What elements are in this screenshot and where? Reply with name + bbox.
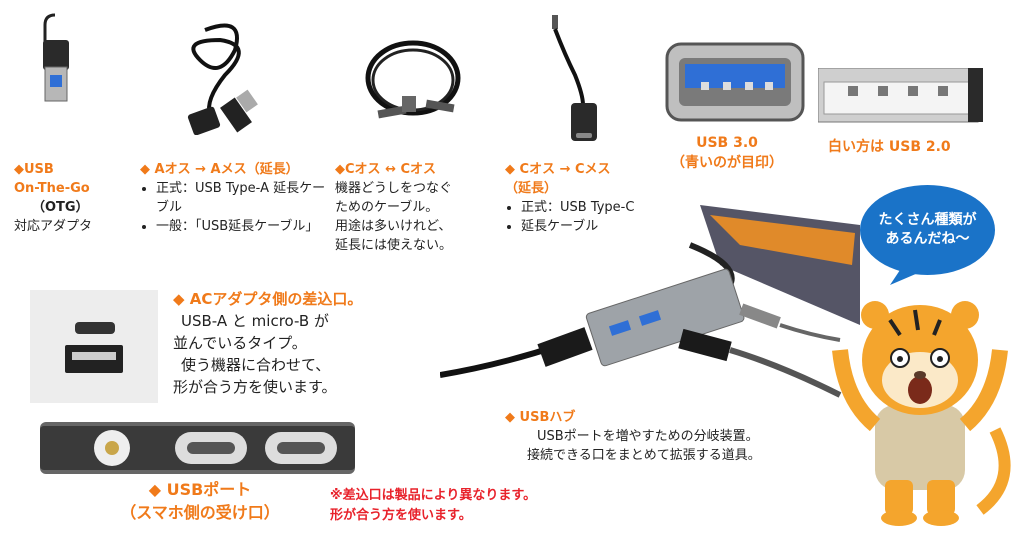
usb3-port-photo (665, 42, 805, 122)
ac-adapter-photo (30, 290, 160, 405)
usb-port-photo (40, 422, 355, 474)
tiger-mascot (830, 280, 1015, 530)
usb-port-subtitle: （スマホ側の受け口） (120, 503, 280, 522)
ac-adapter-line: USB-A と micro-B が (181, 312, 329, 330)
ac-adapter-line: 並んでいるタイプ。 (173, 334, 307, 352)
usb2-connector-photo (818, 68, 983, 128)
otg-title-line2: On-The-Go (14, 181, 90, 196)
c-to-c-line: ためのケーブル。 (335, 200, 439, 215)
ac-adapter-title: ◆ ACアダプタ側の差込口。 (173, 290, 363, 308)
note-text: ※差込口は製品により異なります。 形が合う方を使います。 (330, 486, 536, 526)
a-extension-cable-photo (165, 20, 275, 135)
c-to-c-title: ◆Cオス ↔ Cオス (335, 162, 437, 177)
usb-hub-photo (440, 205, 860, 405)
otg-title-line4: 対応アダプタ (14, 219, 93, 234)
usb-hub-title: ◆ USBハブ (505, 410, 576, 425)
a-extension-label: ◆ Aオス → Aメス（延長） 正式：USB Type-A 延長ケーブル 一般：… (140, 160, 330, 236)
ac-adapter-line: 形が合う方を使います。 (173, 378, 337, 396)
c-extension-label: ◆ Cオス → Cメス （延長） 正式：USB Type-C 延長ケーブル (505, 160, 665, 236)
c-to-c-line: 延長には使えない。 (335, 238, 453, 253)
c-extension-title2: （延長） (505, 181, 558, 196)
usb2-label: 白い方は USB 2.0 (828, 139, 951, 155)
usb3-note: （青いのが目印） (671, 155, 783, 171)
bubble-line2: あるんだね〜 (885, 231, 970, 247)
otg-title-line1: ◆USB (14, 162, 54, 177)
note-line2: 形が合う方を使います。 (330, 508, 472, 523)
list-item: 正式：USB Type-C (521, 198, 665, 217)
usb-port-label: ◆ USBポート （スマホ側の受け口） (100, 478, 300, 524)
ac-adapter-line: 使う機器に合わせて、 (181, 356, 331, 374)
otg-label: ◆USB On-The-Go （OTG） 対応アダプタ (14, 160, 119, 236)
bubble-line1: たくさん種類が (878, 212, 977, 228)
c-to-c-line: 機器どうしをつなぐ (335, 181, 453, 196)
usb3-title: USB 3.0 (696, 135, 758, 151)
usb-hub-line: 接続できる口をまとめて拡張する道具。 (527, 448, 761, 463)
c-extension-title: ◆ Cオス → Cメス (505, 162, 611, 177)
a-extension-title: ◆ Aオス → Aメス（延長） (140, 162, 299, 177)
c-to-c-label: ◆Cオス ↔ Cオス 機器どうしをつなぐ ためのケーブル。 用途は多いけれど、 … (335, 160, 495, 255)
usb-hub-label: ◆ USBハブ USBポートを増やすための分岐装置。 接続できる口をまとめて拡張… (505, 408, 845, 465)
list-item: 正式：USB Type-A 延長ケーブル (156, 179, 330, 217)
list-item: 一般：「USB延長ケーブル」 (156, 217, 330, 236)
note-line1: ※差込口は製品により異なります。 (330, 488, 537, 503)
otg-title-line3: （OTG） (32, 200, 89, 215)
a-extension-list: 正式：USB Type-A 延長ケーブル 一般：「USB延長ケーブル」 (140, 179, 330, 236)
c-extension-list: 正式：USB Type-C 延長ケーブル (505, 198, 665, 236)
c-extension-cable-photo (545, 15, 615, 145)
ac-adapter-text: ◆ ACアダプタ側の差込口。 USB-A と micro-B が 並んでいるタイ… (173, 288, 433, 398)
usb-hub-line: USBポートを増やすための分岐装置。 (537, 429, 759, 444)
usb-port-title: ◆ USBポート (148, 480, 252, 499)
list-item: 延長ケーブル (521, 217, 665, 236)
speech-bubble: たくさん種類が あるんだね〜 (860, 185, 995, 285)
c-to-c-cable-photo (358, 28, 468, 128)
otg-adapter-photo (25, 5, 85, 115)
usb3-label: USB 3.0 （青いのが目印） (652, 133, 802, 173)
c-to-c-line: 用途は多いけれど、 (335, 219, 452, 234)
